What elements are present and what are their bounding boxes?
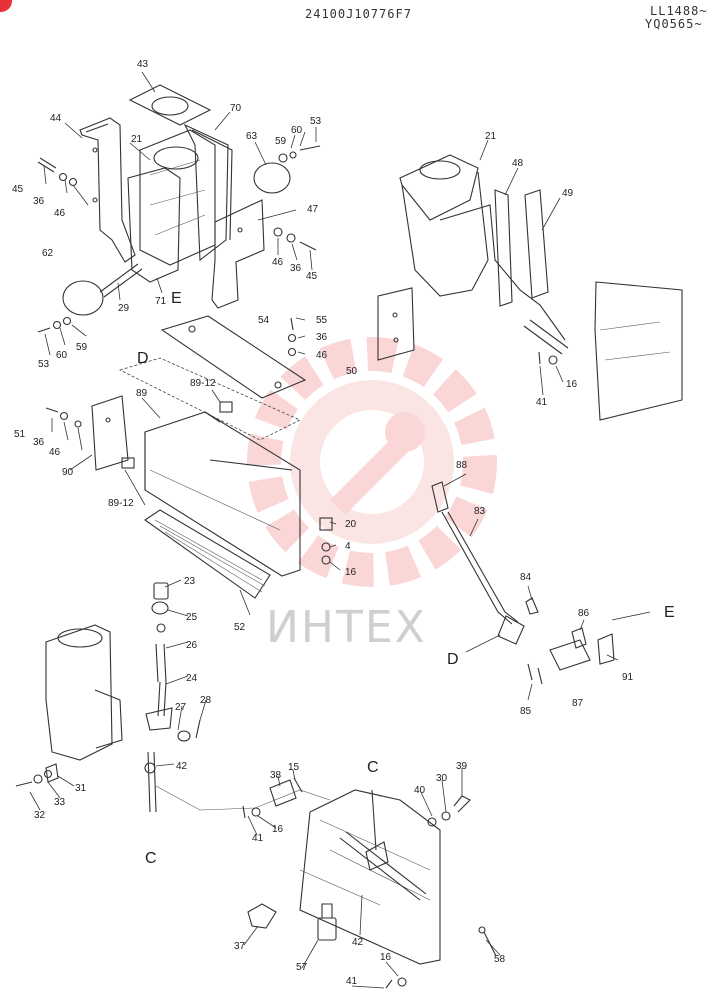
section-letter-d-upper: D: [137, 350, 149, 367]
callout-85: 85: [520, 706, 532, 717]
callout-45-right: 45: [306, 271, 318, 282]
callout-84: 84: [520, 572, 532, 583]
callout-46-right: 46: [272, 257, 284, 268]
section-letter-c-right: C: [367, 759, 379, 776]
callout-53-upper: 53: [310, 116, 322, 127]
section-letter-e-lower: E: [664, 604, 675, 621]
callout-83: 83: [474, 506, 486, 517]
callout-27: 27: [175, 702, 187, 713]
callout-40: 40: [414, 785, 426, 796]
callout-46-mid: 46: [49, 447, 61, 458]
callout-89: 89: [136, 388, 148, 399]
callout-31: 31: [75, 783, 87, 794]
callout-32: 32: [34, 810, 46, 821]
callout-59-upper: 59: [275, 136, 287, 147]
callout-26: 26: [186, 640, 198, 651]
callout-55: 55: [316, 315, 328, 326]
callout-41-lower-left: 41: [252, 833, 264, 844]
drawing-number: 24100J10776F7: [305, 7, 412, 21]
callout-39: 39: [456, 761, 468, 772]
central-cover-assembly: [45, 315, 341, 616]
callout-36-center: 36: [316, 332, 328, 343]
callout-29: 29: [118, 303, 130, 314]
callout-23: 23: [184, 576, 196, 587]
callout-88: 88: [456, 460, 468, 471]
callout-70: 70: [230, 103, 242, 114]
callout-36-left: 36: [33, 196, 45, 207]
upper-right-assembly: [377, 139, 683, 421]
callout-71: 71: [155, 296, 167, 307]
lever-rod-assembly: [431, 473, 651, 701]
callout-37: 37: [234, 941, 246, 952]
serial-range-ll: LL1488~: [650, 4, 708, 18]
callout-52: 52: [234, 622, 246, 633]
callout-60-upper: 60: [291, 125, 303, 136]
callout-28: 28: [200, 695, 212, 706]
callout-87: 87: [572, 698, 584, 709]
callout-51: 51: [14, 429, 26, 440]
lower-right-assembly: [242, 768, 501, 989]
callout-89-12-upper: 89-12: [190, 378, 216, 389]
callout-36-right: 36: [290, 263, 302, 274]
callout-89-12-lower: 89-12: [108, 498, 134, 509]
section-letter-d-lower: D: [447, 651, 459, 668]
callout-47: 47: [307, 204, 319, 215]
callout-50: 50: [346, 366, 358, 377]
callout-42-lower: 42: [352, 937, 364, 948]
callout-48: 48: [512, 158, 524, 169]
callout-44: 44: [50, 113, 62, 124]
callout-24: 24: [186, 673, 198, 684]
callout-30: 30: [436, 773, 448, 784]
callout-86: 86: [578, 608, 590, 619]
callout-41-upper-right: 41: [536, 397, 548, 408]
callout-4: 4: [345, 541, 351, 552]
callout-25: 25: [186, 612, 198, 623]
callout-59-lower: 59: [76, 342, 88, 353]
callout-53-lower: 53: [38, 359, 50, 370]
callout-62: 62: [42, 248, 54, 259]
callout-20: 20: [345, 519, 357, 530]
callout-45-left: 45: [12, 184, 24, 195]
callout-labels: 43 44 70 21 63 59 60 53 45 36 46 47 62 4…: [12, 59, 634, 987]
callout-57: 57: [296, 962, 308, 973]
callout-49: 49: [562, 188, 574, 199]
callout-16-lower-left: 16: [272, 824, 284, 835]
callout-36-mid: 36: [33, 437, 45, 448]
callout-54: 54: [258, 315, 270, 326]
callout-42-left: 42: [176, 761, 188, 772]
watermark-text: ИНТЕХ: [266, 602, 427, 653]
callout-46-center: 46: [316, 350, 328, 361]
serial-range-yq: YQ0565~: [645, 17, 703, 31]
callout-60-lower: 60: [56, 350, 68, 361]
callout-33: 33: [54, 797, 66, 808]
callout-91: 91: [622, 672, 634, 683]
callout-16-bottom: 16: [380, 952, 392, 963]
callout-63: 63: [246, 131, 258, 142]
callout-38: 38: [270, 770, 282, 781]
upper-left-assembly: [37, 71, 321, 356]
section-letter-e-upper: E: [171, 290, 182, 307]
lower-left-assembly: [15, 579, 331, 813]
callout-41-bottom: 41: [346, 976, 358, 987]
callout-15: 15: [288, 762, 300, 773]
callout-43: 43: [137, 59, 149, 70]
callout-16-upper-right: 16: [566, 379, 578, 390]
callout-46-left: 46: [54, 208, 66, 219]
section-letter-c-left: C: [145, 850, 157, 867]
callout-21-upper-right: 21: [485, 131, 497, 142]
callout-16-center: 16: [345, 567, 357, 578]
callout-21-upper-left: 21: [131, 134, 143, 145]
callout-58: 58: [494, 954, 506, 965]
callout-90: 90: [62, 467, 74, 478]
watermark-gear-logo: [247, 337, 497, 587]
